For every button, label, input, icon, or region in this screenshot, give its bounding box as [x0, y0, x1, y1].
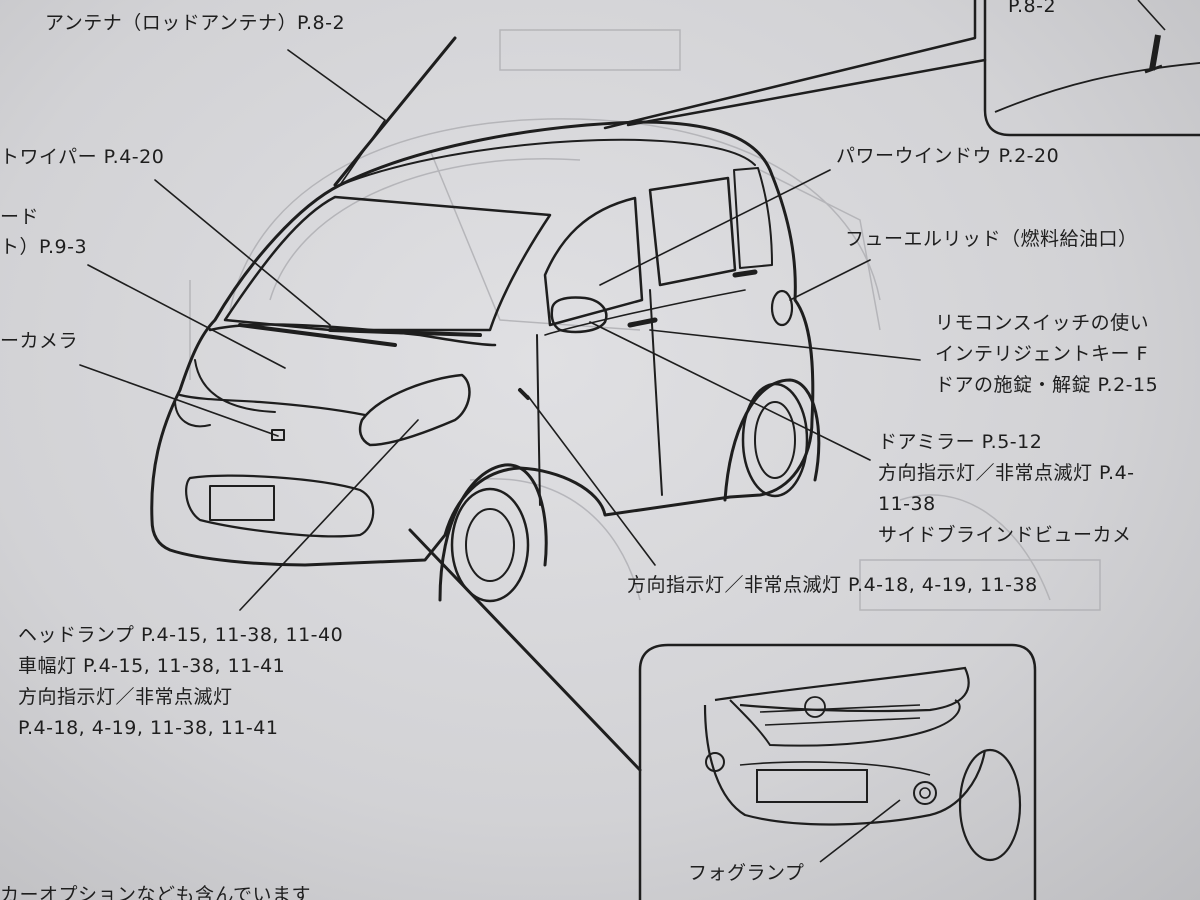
label-fog-lamp: フォグランプ: [688, 862, 805, 884]
label-mirror-line4: サイドブラインドビューカメ: [878, 524, 1132, 546]
label-mirror-line2: 方向指示灯／非常点滅灯 P.4-: [878, 462, 1135, 484]
label-mirror-line3: 11-38: [878, 493, 936, 515]
label-bottom-note: カーオプションなども含んでいます: [0, 884, 312, 900]
label-head-line3: 方向指示灯／非常点滅灯: [18, 686, 233, 708]
label-mirror-block: ドアミラー P.5-12 方向指示灯／非常点滅灯 P.4- 11-38 サイドブ…: [878, 427, 1135, 551]
front-camera: [271, 429, 285, 441]
fuel-lid: [770, 289, 794, 327]
label-head-line4: P.4-18, 4-19, 11-38, 11-41: [18, 717, 279, 739]
label-mirror-line1: ドアミラー P.5-12: [878, 431, 1043, 453]
label-head-line1: ヘッドランプ P.4-15, 11-38, 11-40: [18, 624, 344, 646]
windshield: [223, 195, 552, 332]
label-camera: ーカメラ: [0, 330, 79, 352]
car-body-outline: [150, 120, 815, 567]
label-remote-line3: ドアの施錠・解錠 P.2-15: [935, 374, 1159, 396]
label-side-turn-signal: 方向指示灯／非常点滅灯 P.4-18, 4-19, 11-38: [627, 574, 1038, 596]
leader-lines: [79, 36, 921, 611]
door-mirror: [550, 296, 608, 334]
label-wiper: トワイパー P.4-20: [0, 146, 165, 168]
label-headlamp-block: ヘッドランプ P.4-15, 11-38, 11-40 車幅灯 P.4-15, …: [18, 620, 343, 744]
label-head-line2: 車幅灯 P.4-15, 11-38, 11-41: [18, 655, 286, 677]
label-hood-line1: ード: [0, 206, 40, 228]
label-remote-line1: リモコンスイッチの使い: [935, 312, 1150, 334]
label-fuel-lid: フューエルリッド（燃料給油口）: [845, 228, 1138, 250]
headlamp: [358, 373, 471, 447]
label-remote-line2: インテリジェントキー F: [935, 343, 1148, 365]
fog-lamp-left: [705, 752, 725, 772]
fog-lamp-right: [913, 781, 937, 805]
label-antenna: アンテナ（ロッドアンテナ）P.8-2: [45, 12, 346, 34]
label-power-window: パワーウインドウ P.2-20: [836, 145, 1060, 167]
antenna-inset: [983, 0, 1200, 137]
fog-lamp-inset: [638, 643, 1037, 900]
label-inset-antenna-ref: P.8-2: [1008, 0, 1057, 17]
label-hood-line2: ト）P.9-3: [0, 236, 88, 258]
label-remote-block: リモコンスイッチの使い インテリジェントキー F ドアの施錠・解錠 P.2-15: [935, 308, 1158, 401]
